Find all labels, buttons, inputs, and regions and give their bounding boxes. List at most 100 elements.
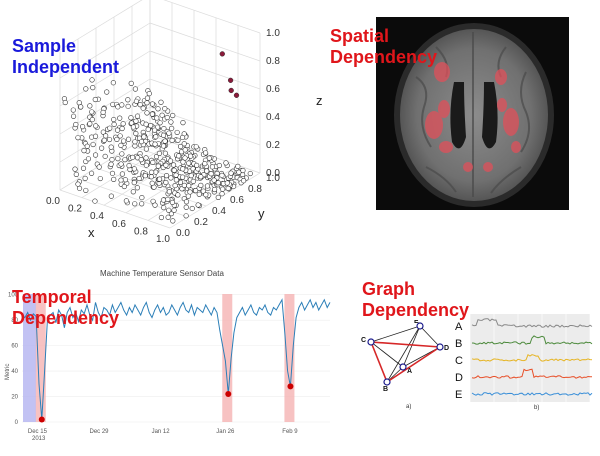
scatter3d-point <box>122 177 129 183</box>
scatter3d-point <box>161 205 167 211</box>
scatter3d-point <box>175 192 181 198</box>
graph-series-label: D <box>455 372 463 384</box>
scatter3d-point <box>119 125 125 132</box>
scatter3d-point <box>78 104 84 110</box>
timeseries-series-line <box>21 298 331 420</box>
scatter3d-point <box>130 124 137 130</box>
scatter3d-point <box>215 194 221 201</box>
scatter3d-point <box>150 159 156 165</box>
scatter3d-point <box>162 138 168 144</box>
scatter3d-point <box>123 198 129 204</box>
scatter3d-point <box>180 120 186 126</box>
scatter3d-ticks: 0.00.20.40.60.81.00.00.20.40.60.81.00.00… <box>46 28 280 245</box>
timeseries-anomaly-band <box>284 294 295 422</box>
scatter3d-point <box>216 162 222 169</box>
sample-independent-label: Sample Independent <box>12 36 119 78</box>
scatter3d-point <box>87 121 93 127</box>
scatter3d-point <box>87 103 93 109</box>
scatter3d-point <box>99 145 105 151</box>
timeseries-y-tick: 0 <box>15 420 19 426</box>
scatter3d-point <box>228 170 234 176</box>
graph-node-c <box>367 338 375 346</box>
scatter3d-point <box>144 110 150 116</box>
timeseries-x-tick: Feb 9 <box>282 429 298 435</box>
spatial-dependency-label: Spatial Dependency <box>330 26 437 68</box>
scatter3d-point <box>168 211 175 217</box>
scatter3d-point <box>90 141 96 148</box>
scatter3d-point <box>148 123 154 129</box>
scatter3d-point <box>158 99 164 105</box>
scatter3d-point <box>88 170 95 176</box>
scatter3d-point <box>186 160 192 166</box>
scatter3d-z-tick: 0.0 <box>266 168 280 179</box>
timeseries-y-tick: 40 <box>11 369 18 375</box>
scatter3d-point <box>118 177 124 183</box>
scatter3d-point <box>142 173 148 179</box>
scatter3d-point <box>185 193 191 199</box>
graph-dependency-line1: Graph <box>362 279 416 299</box>
timeseries-x-tick: Dec 29 <box>89 429 109 435</box>
scatter3d-point <box>121 183 127 190</box>
timeseries-anomaly-bands <box>23 294 295 422</box>
scatter3d-point <box>132 86 138 92</box>
scatter3d-gridline <box>163 0 261 34</box>
scatter3d-point <box>183 204 189 210</box>
scatter3d-y-tick: 0.8 <box>248 184 262 195</box>
scatter3d-point <box>89 109 95 115</box>
scatter3d-point <box>195 202 201 208</box>
scatter3d-point <box>114 127 121 133</box>
graph-series-label: C <box>455 355 463 367</box>
scatter3d-point <box>163 162 169 168</box>
graph-series-line <box>471 318 593 328</box>
timeseries-anomaly-point <box>38 416 45 423</box>
scatter3d-gridline <box>59 189 171 229</box>
scatter3d-point <box>100 109 106 115</box>
timeseries-y-tick: 100 <box>8 293 19 299</box>
scatter3d-z-tick: 0.6 <box>266 84 280 95</box>
scatter3d-point <box>73 171 79 178</box>
timeseries-title: Machine Temperature Sensor Data <box>100 269 224 278</box>
scatter3d-point <box>107 125 113 131</box>
graph-series-line <box>471 368 592 379</box>
timeseries-x-tick: Jan 26 <box>216 429 235 435</box>
scatter3d-point <box>162 105 168 112</box>
graph-node-label-e: E <box>414 320 419 325</box>
scatter3d-point <box>144 95 151 101</box>
scatter3d-point <box>186 183 192 189</box>
scatter3d-point <box>125 103 131 109</box>
temporal-dependency-label: Temporal Dependency <box>12 287 119 329</box>
scatter3d-point <box>194 162 200 168</box>
timeseries-anomaly-band <box>35 294 46 422</box>
scatter3d-point <box>119 151 125 157</box>
scatter3d-point <box>204 183 211 189</box>
scatter3d-point <box>181 182 187 188</box>
scatter3d-point <box>156 176 163 182</box>
scatter3d-point <box>92 198 98 204</box>
scatter3d-z-tick: 1.0 <box>266 28 280 39</box>
scatter3d-point <box>118 161 124 167</box>
scatter3d-x-label: x <box>88 225 95 240</box>
scatter3d-point <box>130 189 136 195</box>
graph-series-line <box>471 392 593 396</box>
scatter3d-point <box>166 130 172 136</box>
scatter3d-point <box>193 144 199 150</box>
scatter3d-point <box>103 133 109 139</box>
scatter3d-point <box>110 80 116 86</box>
scatter3d-point <box>121 138 127 144</box>
scatter3d-point <box>189 205 195 212</box>
graph-series-line <box>471 353 593 362</box>
scatter3d-point <box>136 175 142 182</box>
scatter3d-point <box>204 168 210 174</box>
temporal-dependency-line1: Temporal <box>12 287 92 307</box>
scatter3d-x-tick: 0.2 <box>68 204 82 215</box>
scatter3d-point <box>133 98 140 104</box>
scatter3d-y-tick: 0.2 <box>194 217 208 228</box>
timeseries-anomaly-band <box>23 294 36 422</box>
scatter3d-point <box>126 163 132 169</box>
scatter3d-point <box>83 187 89 194</box>
scatter3d-point <box>111 116 117 123</box>
scatter3d-outlier-point <box>233 92 240 98</box>
scatter3d-plot: 0.00.20.40.60.81.00.00.20.40.60.81.00.00… <box>46 0 323 245</box>
